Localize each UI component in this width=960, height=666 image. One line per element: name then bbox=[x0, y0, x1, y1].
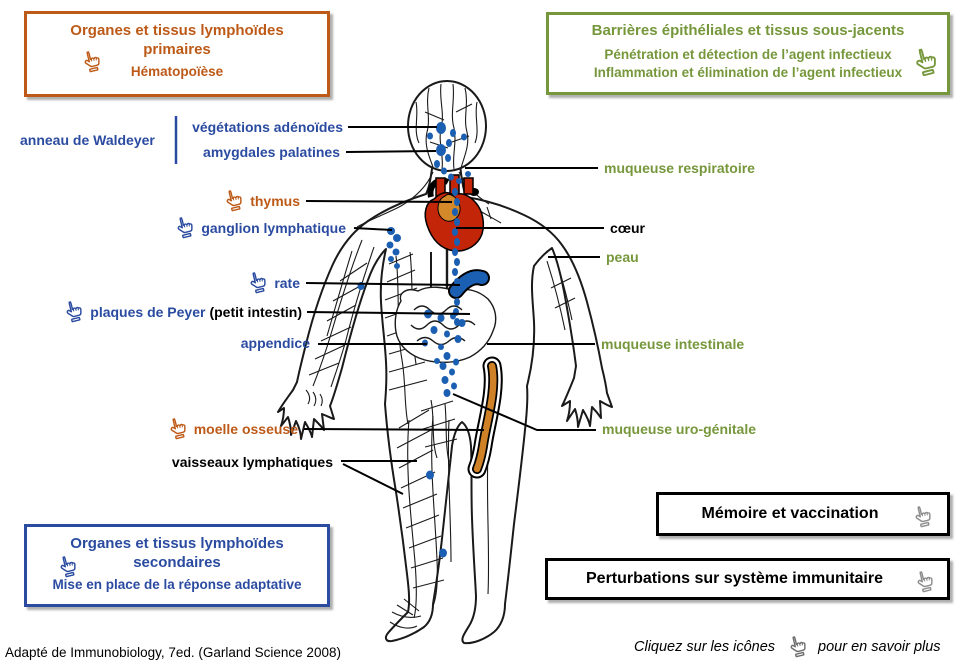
label-rate-row: rate bbox=[245, 271, 300, 294]
label-rate: rate bbox=[274, 274, 300, 291]
label-peyer-row: plaques de Peyer (petit intestin) bbox=[61, 300, 302, 323]
primary-box-subtitle: Hématopoïèse bbox=[130, 64, 224, 79]
perturbations-box-label: Perturbations sur système immunitaire bbox=[586, 570, 883, 587]
hand-pointer-icon[interactable] bbox=[162, 415, 190, 443]
line-rate bbox=[305, 282, 461, 286]
label-vaisseaux: vaisseaux lymphatiques bbox=[171, 454, 333, 470]
spleen-shape bbox=[448, 269, 490, 299]
label-thymus-row: thymus bbox=[221, 189, 300, 212]
label-ganglion-row: ganglion lymphatique bbox=[172, 216, 346, 239]
label-ganglion: ganglion lymphatique bbox=[201, 219, 346, 236]
line-vaisseaux-2 bbox=[342, 463, 404, 495]
label-urogenitale: muqueuse uro-génitale bbox=[602, 421, 757, 437]
label-moelle-row: moelle osseuse bbox=[165, 417, 298, 440]
label-coeur: cœur bbox=[610, 220, 645, 236]
perturbations-box[interactable]: Perturbations sur système immunitaire bbox=[545, 558, 950, 600]
line-urogenitale bbox=[452, 393, 596, 431]
label-peyer: plaques de Peyer bbox=[90, 303, 206, 320]
primary-lymphoid-box[interactable]: Organes et tissus lymphoïdes primaires H… bbox=[24, 11, 330, 97]
secondary-box-title: Organes et tissus lymphoïdes bbox=[70, 535, 284, 552]
label-peyer-note: (petit intestin) bbox=[209, 303, 302, 320]
label-respiratoire: muqueuse respiratoire bbox=[604, 160, 755, 176]
label-moelle: moelle osseuse bbox=[193, 420, 298, 437]
line-ganglion bbox=[353, 227, 393, 231]
hand-pointer-icon[interactable] bbox=[910, 568, 938, 596]
hand-pointer-icon[interactable] bbox=[908, 503, 936, 531]
line-thymus bbox=[305, 200, 453, 203]
hand-pointer-icon bbox=[783, 633, 811, 661]
hand-pointer-icon[interactable] bbox=[219, 187, 247, 215]
click-hint: Cliquez sur les icônes pour en savoir pl… bbox=[634, 635, 941, 658]
line-tonsils bbox=[345, 150, 437, 153]
label-peau: peau bbox=[606, 249, 639, 265]
femur-bone bbox=[467, 356, 503, 479]
label-waldeyer: anneau de Waldeyer bbox=[20, 132, 155, 148]
memory-box-label: Mémoire et vaccination bbox=[701, 505, 879, 522]
hand-pointer-icon[interactable] bbox=[170, 214, 198, 242]
leader-lines bbox=[303, 126, 604, 495]
line-moelle bbox=[303, 428, 485, 431]
barriers-box-title: Barrières épithéliales et tissus sous-ja… bbox=[591, 22, 905, 39]
label-thymus: thymus bbox=[250, 192, 300, 209]
secondary-lymphoid-box[interactable]: Organes et tissus lymphoïdes secondaires… bbox=[24, 524, 330, 607]
memory-vaccination-box[interactable]: Mémoire et vaccination bbox=[656, 492, 950, 536]
hand-pointer-icon[interactable] bbox=[59, 298, 87, 326]
hand-pointer-icon[interactable] bbox=[243, 269, 271, 297]
label-adenoids: végétations adénoïdes bbox=[192, 119, 343, 135]
secondary-box-subtitle: Mise en place de la réponse adaptative bbox=[52, 577, 302, 592]
line-peyer bbox=[306, 311, 471, 315]
source-credit: Adapté de Immunobiology, 7ed. (Garland S… bbox=[5, 645, 341, 660]
label-tonsils: amygdales palatines bbox=[203, 144, 340, 160]
primary-box-title: Organes et tissus lymphoïdes bbox=[70, 22, 284, 39]
label-intestinale: muqueuse intestinale bbox=[601, 336, 745, 352]
epithelial-barriers-box[interactable]: Barrières épithéliales et tissus sous-ja… bbox=[546, 12, 950, 95]
label-appendice: appendice bbox=[240, 335, 310, 351]
